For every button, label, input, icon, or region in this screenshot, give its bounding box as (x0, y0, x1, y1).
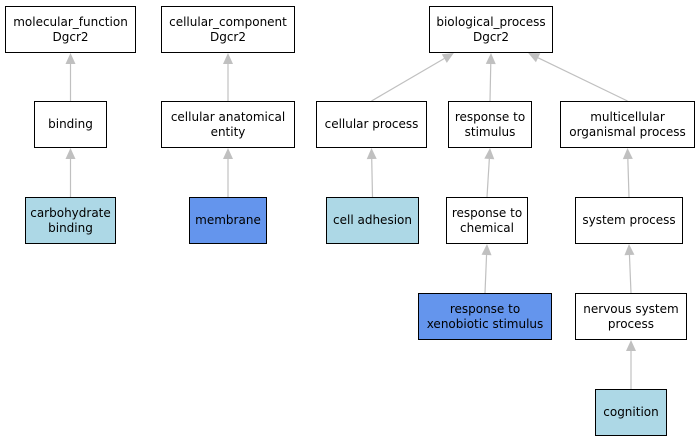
arrowhead-icon (528, 53, 541, 63)
edge-binding-to-mf (65, 53, 76, 101)
arrowhead-icon (366, 148, 377, 160)
arrowhead-icon (223, 148, 233, 159)
edge-cp-to-bp (371, 53, 454, 102)
term-label-line: response to (449, 301, 521, 316)
term-node-mem[interactable]: membrane (189, 197, 267, 244)
arrowhead-icon (485, 53, 496, 65)
edge-nsp-to-sp (624, 244, 635, 294)
edge-cb-to-binding (65, 148, 76, 197)
arrowhead-icon (65, 53, 76, 64)
edge-line (484, 254, 488, 294)
edge-sp-to-mop (622, 148, 633, 198)
edge-cae-to-cc (223, 53, 233, 101)
term-label-line: carbohydrate (30, 205, 111, 220)
edge-mop-to-bp (528, 53, 628, 102)
arrowhead-icon (622, 148, 633, 160)
term-label-line: multicellular (590, 109, 665, 124)
arrowhead-icon (624, 244, 635, 256)
edge-line (486, 158, 490, 198)
edge-ca-to-cp (366, 148, 377, 198)
edge-line (628, 254, 632, 294)
term-label-line: binding (48, 117, 93, 131)
term-label-line: biological_process (436, 14, 546, 29)
edge-line (627, 158, 630, 198)
term-label-line: chemical (460, 220, 514, 235)
arrowhead-icon (223, 53, 233, 64)
edge-line (489, 63, 492, 102)
term-label-line: process (607, 316, 655, 331)
edge-line (537, 57, 628, 102)
term-label-line: stimulus (464, 124, 516, 139)
term-label-line: cellular process (324, 117, 419, 131)
term-label: system process (582, 213, 675, 228)
term-label-line: cellular anatomical (170, 109, 286, 124)
edge-line (371, 158, 374, 198)
term-label-line: molecular_function (13, 14, 128, 29)
term-label: cognition (603, 405, 658, 420)
edge-cog-to-nsp (626, 340, 636, 389)
arrowhead-icon (481, 244, 492, 256)
term-label-line: nervous system (583, 301, 679, 316)
edge-line (371, 58, 445, 102)
term-label-line: membrane (195, 213, 261, 227)
term-label-line: system process (582, 213, 676, 227)
term-label-line: xenobiotic stimulus (426, 316, 544, 331)
term-label-line: Dgcr2 (209, 29, 246, 44)
arrowhead-icon (441, 53, 454, 63)
term-label-line: cellular_component (169, 14, 287, 29)
term-node-sp[interactable]: system process (575, 197, 683, 244)
edge-rc-to-rs (484, 148, 495, 198)
term-label: membrane (195, 213, 261, 228)
term-label-line: response to (454, 109, 526, 124)
term-label-line: Dgcr2 (472, 29, 509, 44)
edge-mem-to-cae (223, 148, 233, 197)
term-label-line: Dgcr2 (52, 29, 89, 44)
arrowhead-icon (484, 148, 495, 160)
term-node-cp[interactable]: cellular process (316, 101, 427, 148)
term-label-line: cognition (603, 405, 659, 419)
arrowhead-icon (65, 148, 76, 159)
term-label: cell adhesion (333, 213, 412, 228)
arrowhead-icon (626, 340, 636, 351)
term-label: binding (48, 117, 93, 132)
term-node-binding[interactable]: binding (34, 101, 107, 148)
term-label-line: binding (48, 220, 93, 235)
term-label: cellular process (325, 117, 419, 132)
term-node-ca[interactable]: cell adhesion (326, 197, 419, 244)
term-label-line: entity (210, 124, 246, 139)
term-label-line: response to (451, 205, 523, 220)
edge-rs-to-bp (485, 53, 496, 102)
term-label-line: organismal process (569, 124, 686, 139)
term-node-cog[interactable]: cognition (595, 389, 667, 436)
edge-rxs-to-rc (481, 244, 492, 294)
term-label-line: cell adhesion (333, 213, 412, 227)
